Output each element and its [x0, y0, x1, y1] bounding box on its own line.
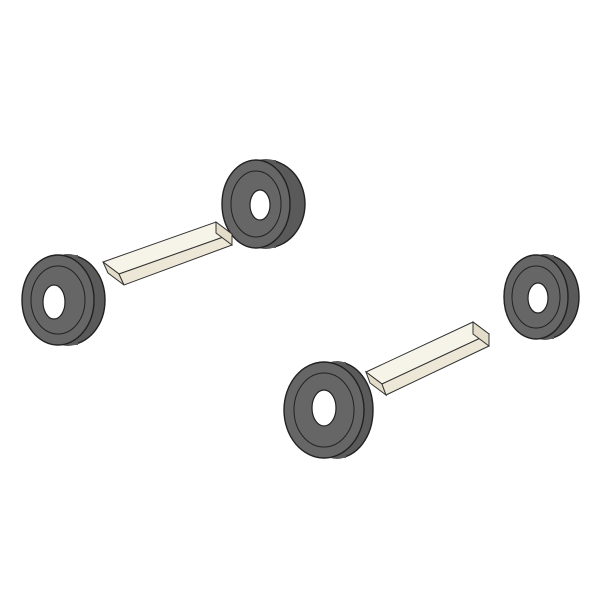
wheel-front-lower [283, 361, 374, 459]
wheel-hub-hole [249, 189, 271, 221]
axle-assembly-lower-right [283, 254, 580, 459]
wheel-hub-hole [311, 389, 337, 427]
wheel-back-lower [503, 254, 580, 340]
axle-bar-lower [364, 321, 490, 397]
axle-assembly-upper-left [21, 159, 306, 346]
wheel-hub-hole [527, 282, 549, 314]
wheel-front-upper [21, 254, 106, 346]
wheel-back-upper [221, 159, 306, 249]
axle-bar-upper [101, 221, 234, 286]
wheel-hub-hole [42, 284, 66, 320]
